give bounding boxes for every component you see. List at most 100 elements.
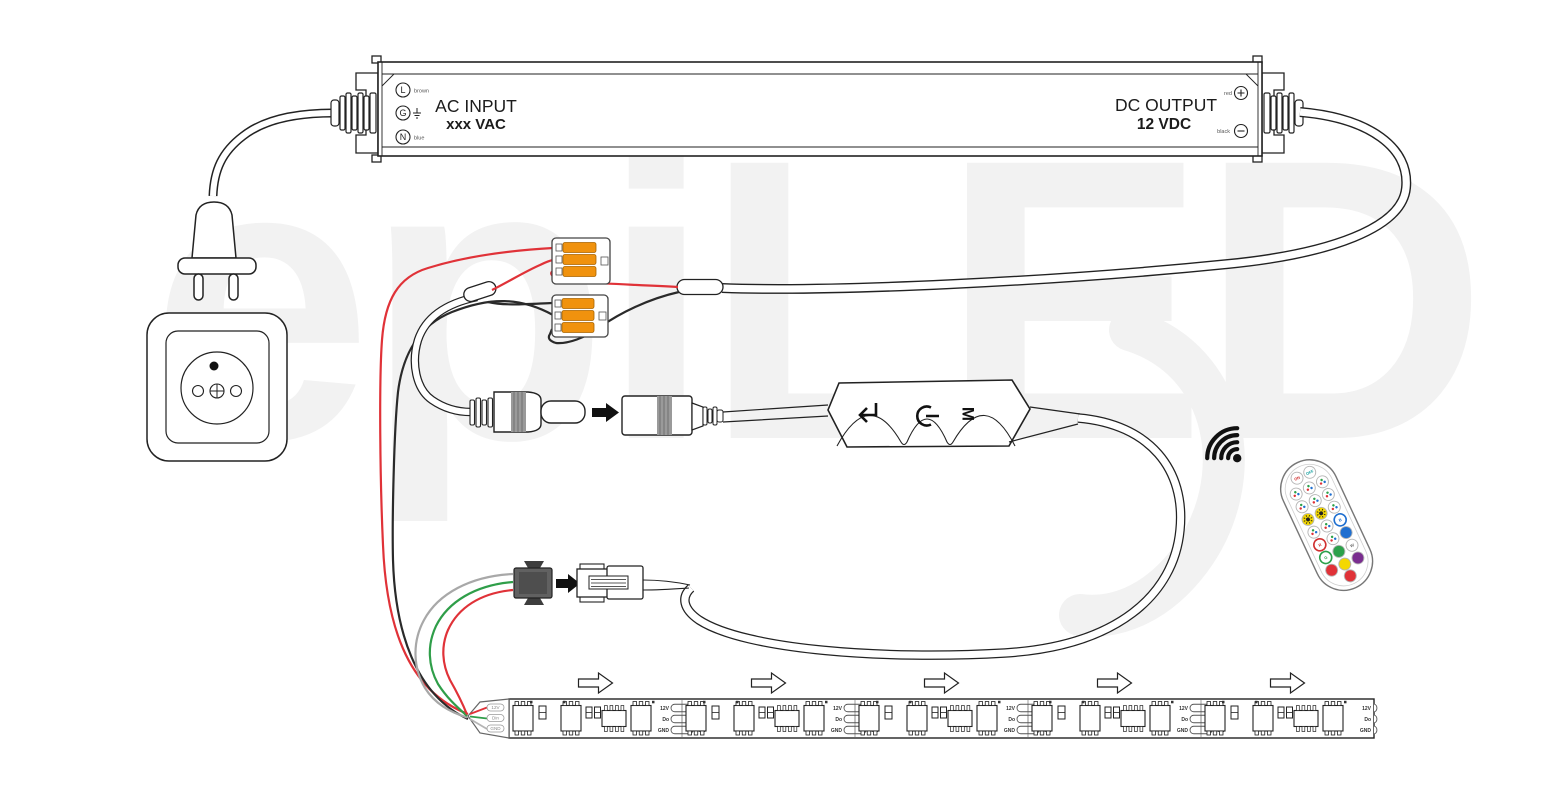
multi-dot bbox=[1306, 488, 1310, 491]
sun-icon bbox=[1319, 511, 1324, 516]
pad-label: Do bbox=[1181, 717, 1188, 723]
remote-button[interactable] bbox=[1324, 562, 1340, 578]
back-icon[interactable] bbox=[858, 403, 878, 423]
remote-button[interactable] bbox=[1326, 499, 1342, 515]
multi-dot bbox=[1312, 501, 1316, 504]
remote-button[interactable] bbox=[1319, 518, 1335, 534]
remote-button[interactable] bbox=[1294, 499, 1310, 515]
led-chip bbox=[630, 704, 652, 732]
led-pad bbox=[1151, 730, 1156, 736]
led-pad bbox=[1164, 730, 1169, 736]
remote-button[interactable] bbox=[1306, 524, 1322, 540]
barrel-tip bbox=[540, 400, 586, 424]
remote-button[interactable] bbox=[1342, 568, 1358, 584]
pin1-marker bbox=[1082, 700, 1085, 704]
multi-dot bbox=[1311, 529, 1315, 532]
pad-label: GND bbox=[658, 728, 670, 734]
multi-dot bbox=[1293, 494, 1296, 498]
wire-black-psu bbox=[547, 290, 680, 345]
led-pad bbox=[1046, 701, 1051, 706]
remote-button-face bbox=[1338, 557, 1352, 571]
pin1-marker bbox=[1049, 700, 1052, 704]
led-pad bbox=[638, 701, 644, 706]
psu-tab bbox=[371, 154, 382, 163]
led-pad bbox=[645, 701, 650, 706]
multi-dot bbox=[1307, 484, 1310, 488]
multi-dot bbox=[1294, 491, 1297, 494]
ic-pin bbox=[620, 705, 625, 711]
multi-dot bbox=[1320, 478, 1323, 482]
led-pad bbox=[568, 701, 574, 706]
remote-button[interactable]: G bbox=[1318, 550, 1334, 566]
led-pad bbox=[1157, 701, 1163, 706]
led-pad bbox=[984, 701, 990, 706]
remote-button[interactable]: B bbox=[1332, 512, 1348, 528]
ic-pin bbox=[609, 705, 614, 711]
ic-pin bbox=[966, 705, 971, 711]
remote-button[interactable]: OFF bbox=[1302, 464, 1318, 480]
led-pad bbox=[638, 730, 644, 736]
led-chip bbox=[1079, 704, 1101, 732]
remote-button-label: ON bbox=[1293, 475, 1301, 482]
multi-dot bbox=[1303, 505, 1306, 509]
ic-pin bbox=[1312, 726, 1317, 732]
led-pad bbox=[1267, 730, 1272, 736]
remote-button-face bbox=[1307, 525, 1321, 539]
remote-button[interactable] bbox=[1307, 493, 1323, 509]
ic-pin bbox=[604, 705, 608, 711]
led-pad bbox=[735, 730, 740, 736]
remote-button[interactable] bbox=[1331, 543, 1347, 559]
pin1-marker bbox=[998, 700, 1001, 704]
strip-direction-arrow-icon bbox=[577, 672, 614, 694]
led-pad bbox=[1039, 730, 1045, 736]
led-chip bbox=[560, 704, 582, 732]
led-pad bbox=[514, 701, 519, 706]
wifi-signal-icon bbox=[1205, 426, 1242, 463]
remote-button[interactable] bbox=[1313, 505, 1329, 521]
led-pad bbox=[991, 730, 996, 736]
remote-button[interactable] bbox=[1350, 550, 1366, 566]
remote-button[interactable]: ON bbox=[1289, 470, 1305, 486]
ic-pin bbox=[961, 705, 965, 711]
multi-dot bbox=[1310, 486, 1313, 490]
wire-red-data bbox=[442, 588, 514, 715]
ic-pin bbox=[1134, 705, 1138, 711]
remote-button-face bbox=[1321, 488, 1335, 501]
mode-button[interactable]: M bbox=[959, 407, 978, 421]
sun-ray bbox=[1323, 513, 1326, 516]
remote-button[interactable] bbox=[1314, 474, 1330, 490]
remote-button-face bbox=[1313, 538, 1327, 552]
led-pad bbox=[687, 701, 692, 706]
ic-chip bbox=[774, 709, 800, 728]
strip-direction-arrow-icon bbox=[1269, 672, 1306, 694]
remote-button[interactable] bbox=[1337, 556, 1353, 572]
remote-button[interactable] bbox=[1288, 486, 1304, 502]
remote-button[interactable] bbox=[1325, 531, 1341, 547]
led-pad bbox=[805, 730, 810, 736]
ic-pin bbox=[1139, 726, 1144, 732]
led-pad bbox=[514, 730, 519, 736]
led-chip bbox=[906, 704, 928, 732]
power-icon[interactable] bbox=[915, 405, 939, 427]
dc-output-value: 12 VDC bbox=[1137, 116, 1191, 133]
led-pad bbox=[921, 701, 926, 706]
terminal-l-label: brown bbox=[414, 89, 429, 95]
pad-label: 12V bbox=[660, 706, 670, 712]
ic-pin bbox=[1128, 726, 1133, 732]
sun-ray bbox=[1305, 522, 1308, 524]
remote-button[interactable]: R bbox=[1312, 537, 1328, 553]
remote-button[interactable] bbox=[1300, 511, 1316, 527]
remote-button[interactable]: W bbox=[1344, 537, 1360, 553]
remote-button[interactable] bbox=[1301, 480, 1317, 496]
sun-ray bbox=[1303, 520, 1306, 522]
end-pad bbox=[1373, 725, 1378, 735]
remote-button[interactable] bbox=[1338, 525, 1354, 541]
led-pad bbox=[632, 701, 637, 706]
led-pad bbox=[1039, 701, 1045, 706]
remote-button[interactable] bbox=[1320, 487, 1336, 503]
pin1-marker bbox=[1255, 700, 1258, 704]
led-pad bbox=[632, 730, 637, 736]
plug-grip-band bbox=[511, 392, 526, 432]
pad-label: GND bbox=[831, 728, 843, 734]
led-pad bbox=[1081, 730, 1086, 736]
